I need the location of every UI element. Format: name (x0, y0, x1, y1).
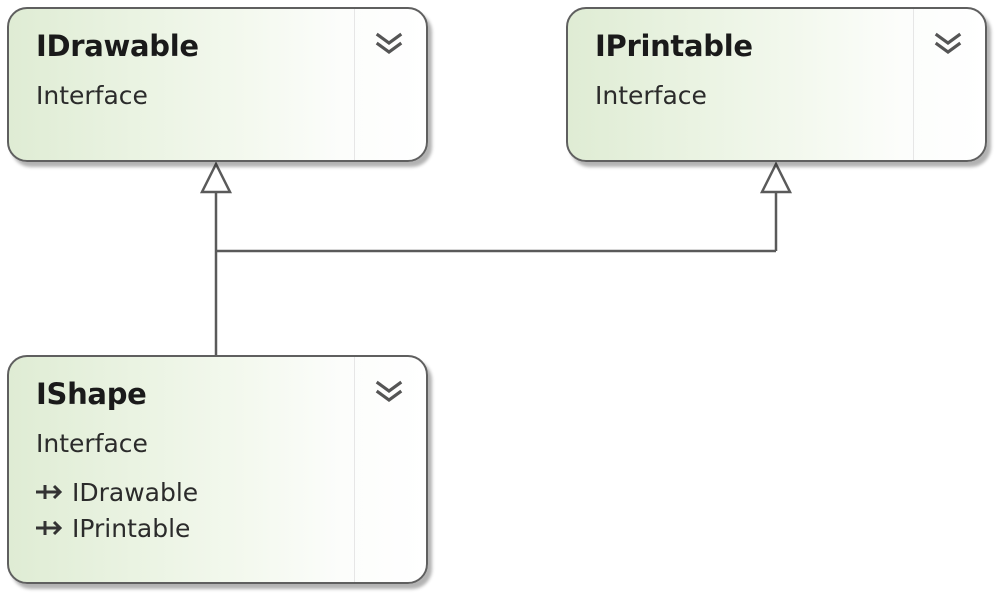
inheritance-arrowhead-idrawable (199, 161, 233, 194)
interface-title: IShape (36, 377, 147, 411)
interface-box-ishape[interactable]: IShape Interface IDrawable (7, 355, 428, 584)
interface-box-iprintable[interactable]: IPrintable Interface (566, 7, 987, 162)
interface-stereotype: Interface (36, 429, 148, 458)
header-divider (913, 9, 914, 160)
list-item[interactable]: IDrawable (34, 474, 198, 510)
interface-title: IPrintable (595, 29, 753, 63)
interface-box-idrawable[interactable]: IDrawable Interface (7, 7, 428, 162)
header-divider (354, 357, 355, 582)
implemented-interface-label: IDrawable (72, 477, 199, 507)
interface-stereotype: Interface (595, 81, 707, 110)
implemented-interface-label: IPrintable (72, 513, 191, 543)
inheritance-arrowhead-iprintable (759, 161, 793, 194)
implemented-interfaces-list: IDrawable IPrintable (34, 474, 198, 546)
list-item[interactable]: IPrintable (34, 510, 198, 546)
interface-arrow-icon (36, 520, 63, 536)
double-chevron-down-icon[interactable] (933, 31, 963, 57)
interface-title: IDrawable (36, 29, 199, 63)
interface-stereotype: Interface (36, 81, 148, 110)
double-chevron-down-icon[interactable] (374, 31, 404, 57)
interface-arrow-icon (36, 484, 63, 500)
header-divider (354, 9, 355, 160)
double-chevron-down-icon[interactable] (374, 379, 404, 405)
